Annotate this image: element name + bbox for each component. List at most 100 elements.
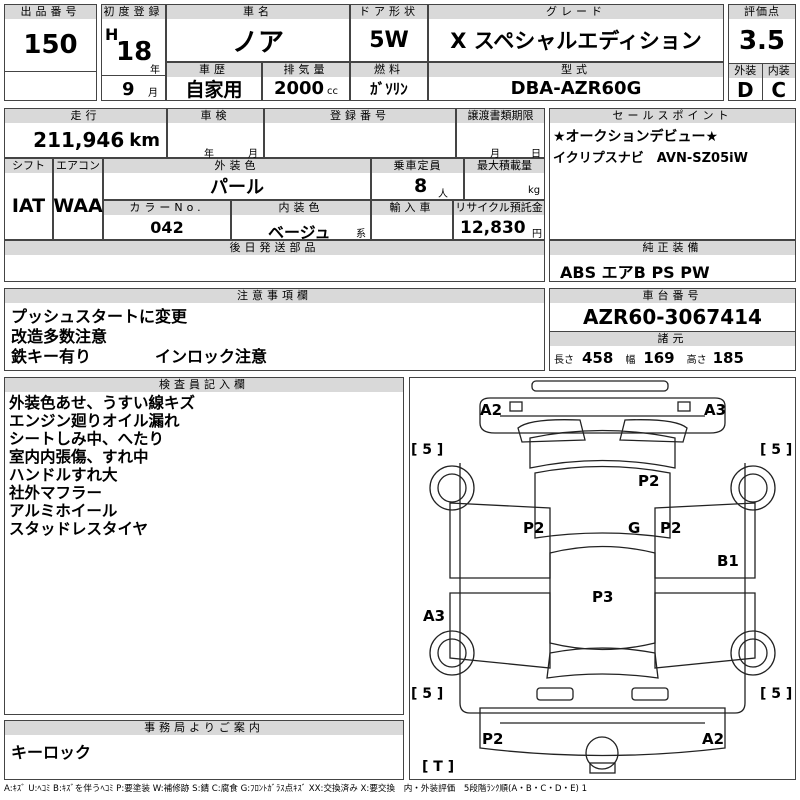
fuel-value: ｶﾞｿﾘﾝ	[370, 80, 408, 98]
inspection-box: 車検 年 月	[167, 108, 264, 160]
mark-right-door: B1	[717, 552, 739, 570]
displacement-value: 2000	[273, 78, 325, 99]
later-parts-label: 後日発送部品	[5, 241, 544, 255]
length-label: 長さ	[554, 354, 574, 366]
transfer-day-unit: 日	[531, 149, 541, 160]
mark-right-pillar: P2	[660, 519, 681, 537]
era-value: H	[105, 25, 119, 44]
history-box: 車歴 自家用	[166, 62, 262, 101]
displacement-unit: cc	[327, 86, 339, 97]
inspection-month-unit: 月	[248, 149, 258, 160]
mark-rear-left: P2	[482, 730, 503, 748]
capacity-value: 8	[414, 175, 428, 197]
length-value: 458	[582, 349, 614, 367]
shift-value: IAT	[11, 195, 46, 217]
inspector-label: 検査員記入欄	[5, 378, 403, 392]
exterior-color-label: 外装色	[104, 159, 370, 173]
chassis-label: 車台番号	[550, 289, 795, 303]
car-name-label: 車名	[167, 5, 349, 19]
recycle-unit: 円	[532, 229, 542, 240]
notes-label: 注意事項欄	[5, 289, 544, 303]
exterior-color-value: パール	[210, 177, 264, 198]
displacement-box: 排気量 2000 cc	[262, 62, 350, 101]
office-label: 事務局よりご案内	[5, 721, 403, 735]
first-registration-box: 初度登録 H 18 年 9 月	[101, 4, 166, 101]
interior-color-suffix: 系	[356, 229, 366, 240]
score-box: 評価点 3.5 外装 内装 D C	[728, 4, 796, 102]
inspector-line-3: シートしみ中、へたり	[9, 430, 165, 448]
max-load-label: 最大積載量	[465, 159, 544, 173]
shift-box: シフト IAT	[4, 158, 53, 240]
transfer-deadline-box: 譲渡書類期限 月 日	[456, 108, 545, 160]
sales-point-line-2: イクリプスナビ AVN-SZ05iW	[553, 151, 748, 166]
model-label: 型式	[429, 63, 723, 77]
tire-front-right: [ 5 ]	[760, 442, 792, 458]
interior-score-value: C	[771, 77, 787, 102]
recycle-box: リサイクル預託金 12,830 円	[453, 200, 545, 240]
sales-point-box: セールスポイント ★オークションデビュー★ イクリプスナビ AVN-SZ05iW	[549, 108, 796, 240]
shift-label: シフト	[5, 159, 52, 173]
color-number-box: カラーNo. 042	[103, 200, 231, 240]
inspector-line-8: スタッドレスタイヤ	[9, 520, 149, 538]
door-value: 5W	[369, 27, 409, 53]
lot-number-label: 出品番号	[5, 5, 96, 19]
capacity-label: 乗車定員	[372, 159, 463, 173]
mark-hood: P2	[638, 472, 659, 490]
month-unit: 月	[148, 88, 158, 99]
interior-color-box: 内装色 ベージュ 系	[231, 200, 371, 242]
lot-number-box: 出品番号 150	[4, 4, 97, 101]
width-label: 幅	[625, 354, 636, 366]
mileage-value: 211,946	[33, 128, 125, 152]
inspection-year-unit: 年	[204, 149, 214, 160]
interior-color-label: 内装色	[232, 201, 370, 215]
max-load-unit: kg	[528, 185, 541, 196]
color-number-label: カラーNo.	[104, 201, 230, 215]
grade-box: グレード X スペシャルエディション	[428, 4, 724, 62]
office-value: キーロック	[11, 743, 92, 762]
interior-color-value: ベージュ	[268, 223, 331, 242]
capacity-box: 乗車定員 8 人	[371, 158, 464, 200]
inspector-line-6: 社外マフラー	[9, 484, 103, 502]
dimensions-label: 諸元	[550, 332, 795, 346]
tire-rear-right: [ 5 ]	[760, 686, 792, 702]
history-value: 自家用	[185, 79, 243, 101]
sales-point-line-1: ★オークションデビュー★	[553, 129, 719, 145]
registration-number-box: 登録番号	[264, 108, 456, 158]
capacity-unit: 人	[438, 189, 448, 200]
exterior-color-box: 外装色 パール	[103, 158, 371, 200]
color-number-value: 042	[150, 217, 184, 237]
height-value: 185	[712, 349, 744, 367]
registration-number-label: 登録番号	[265, 109, 455, 123]
history-label: 車歴	[167, 63, 261, 77]
height-label: 高さ	[686, 354, 707, 366]
mileage-box: 走行 211,946 km	[4, 108, 167, 158]
mark-glass: G	[628, 519, 640, 537]
displacement-label: 排気量	[263, 63, 349, 77]
interior-score-label: 内装	[762, 64, 795, 78]
exterior-score-label: 外装	[729, 64, 763, 78]
inspector-line-7: アルミホイール	[9, 502, 118, 520]
width-value: 169	[643, 349, 675, 367]
lot-number-value: 150	[23, 30, 78, 60]
transfer-month-unit: 月	[490, 149, 500, 160]
car-diagram: A2 A3 P2 P2 G P2 B1 A3 P3 P2 A2 [ 5 ] [ …	[409, 377, 796, 780]
notes-box: 注意事項欄 プッシュスタートに変更 改造多数注意 鉄キー有り インロック注意	[4, 288, 545, 371]
equipment-label: 純正装備	[550, 241, 795, 255]
aircon-value: WAA	[53, 195, 103, 217]
fuel-box: 燃料 ｶﾞｿﾘﾝ	[350, 62, 428, 101]
mark-rear-right: A2	[702, 730, 724, 748]
first-registration-label: 初度登録	[102, 5, 165, 19]
model-value: DBA-AZR60G	[510, 78, 642, 99]
aircon-box: エアコン WAA	[53, 158, 103, 240]
recycle-label: リサイクル預託金	[454, 201, 544, 215]
mark-roof: P3	[592, 588, 613, 606]
fuel-label: 燃料	[351, 63, 427, 77]
registration-year-value: 18	[116, 37, 153, 67]
inspector-line-2: エンジン廻りオイル漏れ	[9, 412, 180, 430]
sales-point-label: セールスポイント	[550, 109, 795, 123]
office-box: 事務局よりご案内 キーロック	[4, 720, 404, 780]
mileage-label: 走行	[5, 109, 166, 123]
exterior-score-value: D	[729, 78, 763, 102]
score-value: 3.5	[738, 26, 786, 56]
mark-front-left: A2	[480, 401, 502, 419]
